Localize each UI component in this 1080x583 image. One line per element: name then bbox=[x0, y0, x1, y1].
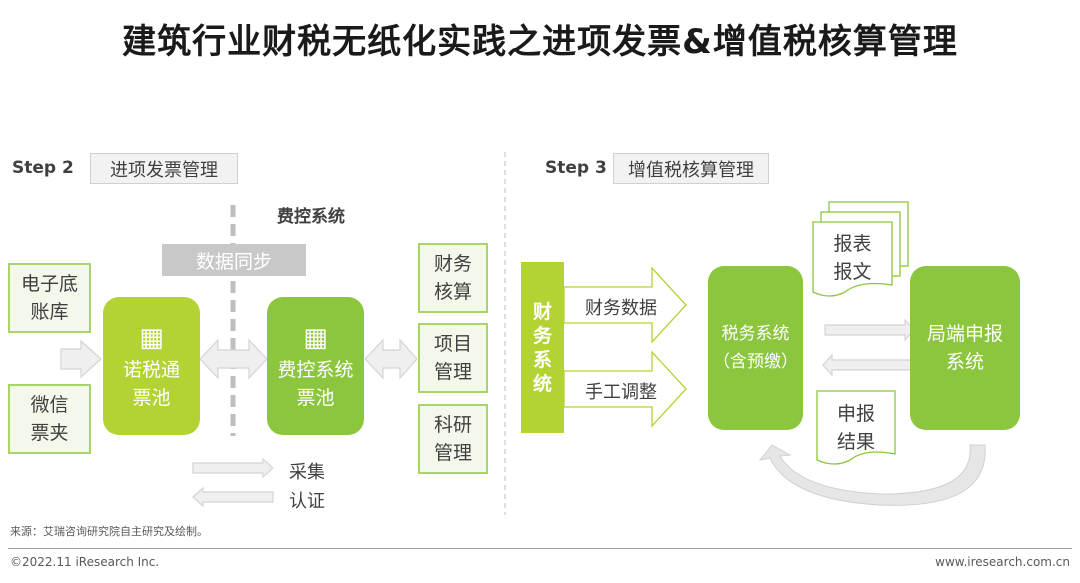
footer-divider bbox=[8, 548, 1072, 549]
finance-system: 财务 系统 bbox=[521, 262, 564, 433]
doc-report: 报表 报文 bbox=[833, 233, 872, 283]
data-sync-label: 数据同步 bbox=[162, 244, 306, 276]
nuoshuitong-pool: ▦ 诺税通 票池 bbox=[103, 297, 200, 435]
tax-system: 税务系统 （含预缴） bbox=[708, 266, 803, 430]
target-project: 项目 管理 bbox=[418, 323, 488, 393]
input-arrow-1 bbox=[563, 266, 687, 344]
target-research: 科研 管理 bbox=[418, 404, 488, 474]
step2-title: 进项发票管理 bbox=[90, 153, 238, 184]
target-finance: 财务 核算 bbox=[418, 243, 488, 313]
input-finance-data: 财务数据 bbox=[585, 298, 657, 319]
step3-label: Step 3 bbox=[545, 158, 607, 178]
step2-label: Step 2 bbox=[12, 158, 74, 178]
input-manual-adjust: 手工调整 bbox=[585, 382, 657, 403]
verify-arrow bbox=[192, 486, 274, 508]
source-ledger: 电子底 账库 bbox=[8, 263, 91, 333]
arrow-in bbox=[60, 339, 102, 379]
finance-system-label: 财务 系统 bbox=[532, 300, 552, 395]
return-curve-arrow bbox=[758, 444, 986, 506]
pool1-label: 诺税通 票池 bbox=[122, 359, 180, 409]
arrow-to-tax bbox=[822, 353, 915, 377]
server-icon: ▦ bbox=[139, 323, 164, 353]
source-note: 来源：艾瑞咨询研究院自主研究及绘制。 bbox=[10, 525, 208, 538]
double-arrow-2 bbox=[364, 338, 418, 380]
pool2-label: 费控系统 票池 bbox=[277, 359, 354, 409]
server-icon: ▦ bbox=[303, 323, 328, 353]
website-link[interactable]: www.iresearch.com.cn bbox=[935, 555, 1070, 569]
page-title: 建筑行业财税无纸化实践之进项发票&增值税核算管理 bbox=[122, 22, 958, 62]
input-arrow-2 bbox=[563, 350, 687, 428]
expense-pool: ▦ 费控系统 票池 bbox=[267, 297, 364, 435]
copyright: ©2022.11 iResearch Inc. bbox=[10, 555, 160, 569]
bureau-system: 局端申报 系统 bbox=[910, 266, 1020, 430]
doc-result: 申报 结果 bbox=[836, 403, 875, 453]
collect-arrow bbox=[192, 457, 274, 479]
source-wechat: 微信 票夹 bbox=[8, 384, 91, 454]
arrow-to-bureau bbox=[824, 318, 915, 342]
legend-collect: 采集 bbox=[289, 462, 325, 483]
legend-verify: 认证 bbox=[289, 491, 325, 512]
doc-report-shape bbox=[812, 221, 893, 297]
doc-result-shape bbox=[816, 390, 896, 465]
system-label: 费控系统 bbox=[277, 207, 345, 227]
step3-title: 增值税核算管理 bbox=[613, 153, 769, 184]
